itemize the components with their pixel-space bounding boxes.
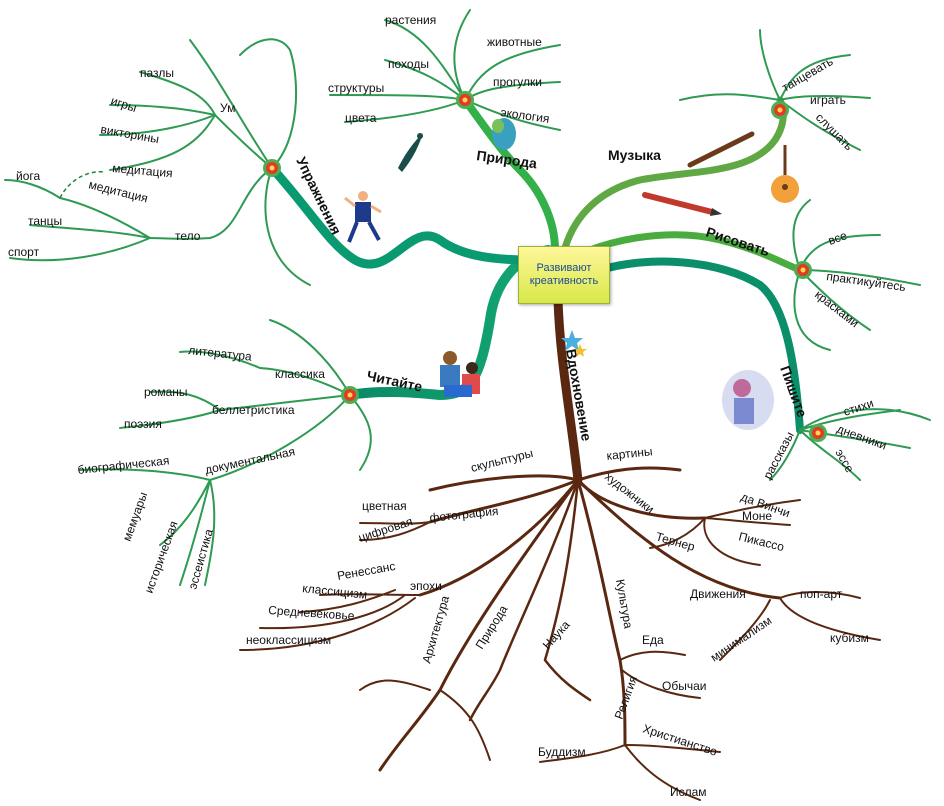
label-photography: фотография bbox=[429, 504, 499, 525]
label-architecture: Архитектура bbox=[419, 594, 452, 665]
label-monet: Моне bbox=[742, 509, 772, 523]
label-animals: животные bbox=[487, 35, 542, 49]
label-all: все bbox=[826, 228, 849, 248]
label-walks: прогулки bbox=[493, 75, 542, 89]
runner-illustration bbox=[345, 191, 381, 242]
label-puzzles: пазлы bbox=[140, 66, 174, 80]
label-documentary: документальная bbox=[204, 444, 296, 477]
label-games: игры bbox=[109, 94, 138, 115]
label-paints: красками bbox=[812, 287, 861, 330]
label-plants: растения bbox=[385, 13, 436, 27]
label-play: играть bbox=[810, 93, 846, 107]
label-digital: цифровая bbox=[357, 514, 415, 545]
label-renaissance: Ренессанс bbox=[336, 559, 396, 583]
label-epochs: эпохи bbox=[410, 579, 442, 593]
label-poetry: поэзия bbox=[124, 417, 162, 431]
reading-kids-illustration bbox=[440, 351, 480, 397]
label-body: тело bbox=[175, 229, 201, 243]
label-islam: Ислам bbox=[670, 785, 707, 799]
label-nature-root: Природа bbox=[473, 603, 511, 652]
label-culture: Культура bbox=[613, 578, 636, 630]
central-topic-box: Развивают креативность bbox=[518, 246, 610, 304]
label-practice: практикуйтесь bbox=[826, 269, 907, 294]
label-nature: Природа bbox=[476, 147, 539, 171]
bird-illustration bbox=[398, 133, 423, 172]
label-neoclassicism: неоклассицизм bbox=[246, 633, 331, 647]
label-yoga: йога bbox=[16, 169, 40, 183]
label-movements: Движения bbox=[690, 587, 746, 601]
guitar-illustration bbox=[771, 145, 799, 203]
flower-read bbox=[341, 386, 359, 404]
label-classicism: классицизм bbox=[302, 581, 368, 602]
label-cubism: кубизм bbox=[830, 631, 869, 645]
label-classics: классика bbox=[275, 367, 325, 381]
pencil-illustration bbox=[645, 195, 722, 216]
label-memoirs: мемуары bbox=[120, 490, 151, 543]
flower-music bbox=[771, 101, 789, 119]
label-literature: литература bbox=[188, 343, 253, 364]
label-fiction: беллетристика bbox=[212, 403, 295, 417]
label-picasso: Пикассо bbox=[737, 529, 786, 554]
flower-draw bbox=[794, 261, 812, 279]
writer-illustration bbox=[722, 370, 774, 430]
label-dance-music: танцевать bbox=[780, 54, 836, 94]
label-christianity: Христианство bbox=[641, 722, 719, 759]
label-structures: структуры bbox=[328, 81, 384, 95]
label-novels: романы bbox=[144, 385, 188, 399]
label-historical: историческая bbox=[142, 519, 181, 595]
label-paintings: картины bbox=[606, 444, 653, 463]
label-color-photo: цветная bbox=[362, 499, 407, 513]
label-customs: Обычаи bbox=[662, 679, 706, 693]
label-stories: рассказы bbox=[760, 429, 797, 481]
central-topic-label: Развивают креативность bbox=[519, 262, 609, 288]
label-meditation-mind: медитация bbox=[112, 161, 173, 180]
label-biographical: биографическая bbox=[77, 453, 170, 477]
label-music: Музыка bbox=[608, 147, 661, 163]
label-essayistic: эссеистика bbox=[185, 527, 216, 591]
label-meditation-body: медитация bbox=[87, 177, 149, 205]
label-colors: цвета bbox=[345, 111, 377, 125]
label-dance: танцы bbox=[28, 214, 62, 228]
label-sculptures: скульптуры bbox=[469, 446, 534, 475]
label-draw: Рисовать bbox=[704, 224, 772, 260]
flower-write bbox=[809, 424, 827, 442]
label-hikes: походы bbox=[388, 57, 429, 71]
label-listen: слушать bbox=[813, 110, 856, 153]
flower-exercise bbox=[263, 159, 281, 177]
label-mind: Ум bbox=[220, 101, 235, 115]
flower-nature bbox=[456, 91, 474, 109]
label-sport: спорт bbox=[8, 245, 40, 259]
label-minimalism: минимализм bbox=[708, 613, 774, 664]
label-food: Еда bbox=[642, 633, 664, 647]
label-buddhism: Буддизм bbox=[538, 745, 586, 759]
label-popart: поп-арт bbox=[800, 587, 843, 601]
label-religion: Религия bbox=[612, 674, 641, 721]
label-quizzes: викторины bbox=[99, 122, 160, 146]
label-write: Пишите bbox=[777, 364, 810, 420]
parrot-illustration bbox=[492, 118, 516, 150]
